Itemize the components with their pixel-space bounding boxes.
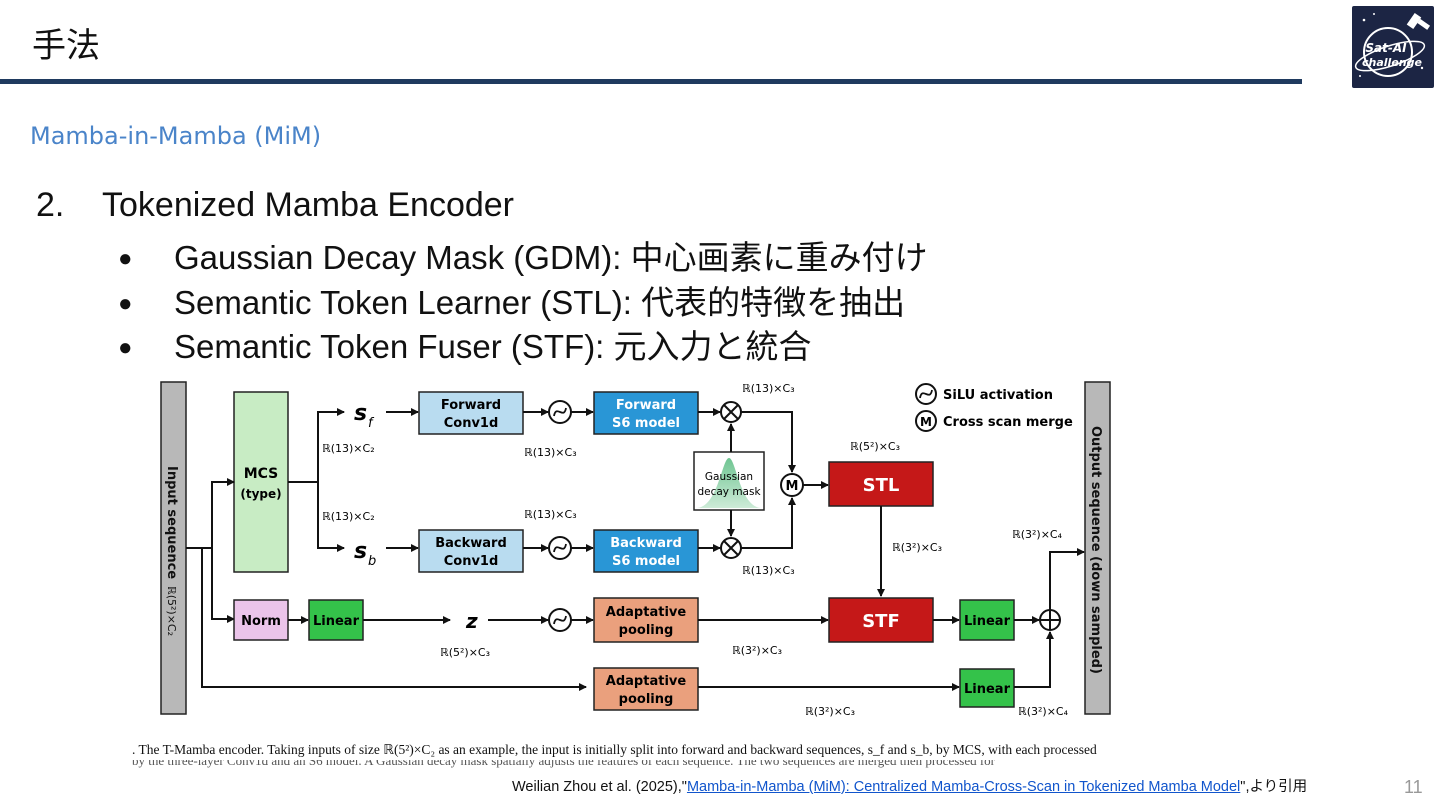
bullet-text: Semantic Token Learner (STL): 代表的特徴を抽出 <box>174 283 906 321</box>
z-symbol: z <box>465 609 478 633</box>
figure-caption-cropped: by the three-layer Conv1d and an S6 mode… <box>132 760 1192 768</box>
bullet-item: ● Gaussian Decay Mask (GDM): 中心画素に重み付け <box>118 236 928 281</box>
slide-title: 手法 <box>32 26 100 66</box>
bullet-list: ● Gaussian Decay Mask (GDM): 中心画素に重み付け ● S… <box>118 236 928 370</box>
dim-backward-conv: ℝ(13)×C₃ <box>524 508 577 521</box>
bullet-item: ● Semantic Token Fuser (STF): 元入力と統合 <box>118 325 928 370</box>
dim-stl-in: ℝ(5²)×C₃ <box>850 440 900 453</box>
input-sequence-label: Input sequence <box>164 466 179 579</box>
dim-z: ℝ(5²)×C₃ <box>440 646 490 659</box>
merge-legend-label: Cross scan merge <box>943 415 1073 430</box>
logo-graphic: Sat-AI challenge <box>1354 12 1431 77</box>
input-sequence-bar <box>160 381 187 715</box>
citation-suffix: ",より引用 <box>1240 779 1308 795</box>
citation-link[interactable]: Mamba-in-Mamba (MiM): Centralized Mamba-… <box>686 779 1241 795</box>
bullet-glyph: ● <box>118 334 133 361</box>
dim-forward-conv: ℝ(13)×C₃ <box>524 446 577 459</box>
forward-conv-block <box>418 391 524 435</box>
citation-prefix: Weilian Zhou et al. (2025)," <box>512 779 687 795</box>
backward-conv-label-1: Backward <box>435 536 507 551</box>
output-sequence-bar <box>1084 381 1111 715</box>
linear-block-z <box>308 599 364 641</box>
forward-s6-label-2: S6 model <box>612 416 680 431</box>
adaptive-pooling-block-2 <box>593 667 699 711</box>
t-mamba-encoder-figure: Input sequence ℝ(5²)×C₂ Output sequence … <box>130 376 1260 726</box>
dim-pool-2: ℝ(3²)×C₃ <box>805 705 855 718</box>
silu-legend-label: SiLU activation <box>943 388 1053 403</box>
norm-label: Norm <box>241 614 281 629</box>
dim-backward-s6: ℝ(13)×C₃ <box>742 564 795 577</box>
linear-label-z: Linear <box>313 614 360 629</box>
bullet-glyph: ● <box>118 289 133 317</box>
output-sequence-label: Output sequence (down sampled) <box>1088 426 1103 674</box>
backward-conv-block <box>418 529 524 573</box>
bullet-item: ● Semantic Token Learner (STL): 代表的特徴を抽出 <box>118 281 928 326</box>
architecture-diagram: Input sequence ℝ(5²)×C₂ Output sequence … <box>160 381 1111 718</box>
mcs-sub: (type) <box>240 487 281 501</box>
adaptive-pooling-block-1 <box>593 597 699 643</box>
logo-text-line1: Sat-AI <box>1365 41 1407 55</box>
adaptive-pooling-2-label-2: pooling <box>619 692 674 707</box>
backward-s6-label-1: Backward <box>610 536 682 551</box>
backward-conv-label-2: Conv1d <box>444 554 499 569</box>
adaptive-pooling-2-label-1: Adaptative <box>606 674 687 689</box>
gaussian-curve-icon <box>696 458 762 508</box>
citation: Weilian Zhou et al. (2025),"Mamba-in-Mam… <box>512 775 1307 796</box>
mcs-label: MCS <box>244 466 279 482</box>
dim-stl-out: ℝ(3²)×C₃ <box>892 541 942 554</box>
backward-s6-label-2: S6 model <box>612 554 680 569</box>
linear-label-stf: Linear <box>964 614 1011 629</box>
figure-caption: . The T-Mamba encoder. Taking inputs of … <box>132 742 1097 757</box>
forward-conv-label-1: Forward <box>441 398 501 413</box>
adaptive-pooling-1-label-1: Adaptative <box>606 605 687 620</box>
input-sequence-dim: ℝ(5²)×C₂ <box>165 586 178 636</box>
gaussian-label-1: Gaussian <box>705 471 753 483</box>
page-number: 11 <box>1404 777 1423 797</box>
stf-block <box>828 597 934 643</box>
dim-pool-1: ℝ(3²)×C₃ <box>732 644 782 657</box>
merge-legend-icon <box>915 410 937 432</box>
forward-s6-label-1: Forward <box>616 398 676 413</box>
figure-caption-line2: by the three-layer Conv1d and an S6 mode… <box>132 760 996 768</box>
bullet-text: Semantic Token Fuser (STF): 元入力と統合 <box>174 328 812 365</box>
mcs-block <box>233 391 289 573</box>
forward-conv-label-2: Conv1d <box>444 416 499 431</box>
svg-text:M: M <box>920 415 932 429</box>
adaptive-pooling-1-label-2: pooling <box>619 623 674 638</box>
heading-number: 2. <box>36 186 65 224</box>
stl-block <box>828 461 934 507</box>
dim-out-top: ℝ(3²)×C₄ <box>1012 528 1063 541</box>
dim-out-bottom: ℝ(3²)×C₄ <box>1018 705 1069 718</box>
linear-label-bottom: Linear <box>964 682 1011 697</box>
dim-sf: ℝ(13)×C₂ <box>322 442 375 455</box>
heading-text: Tokenized Mamba Encoder <box>102 186 515 224</box>
backward-s6-block <box>593 529 699 573</box>
stf-label: STF <box>862 611 900 632</box>
sb-subscript: b <box>368 554 376 569</box>
numbered-heading: 2. Tokenized Mamba Encoder <box>36 186 514 225</box>
sat-ai-challenge-logo: Sat-AI challenge <box>1352 6 1434 88</box>
bullet-text: Gaussian Decay Mask (GDM): 中心画素に重み付け <box>174 239 928 276</box>
forward-s6-block <box>593 391 699 435</box>
linear-block-bottom <box>959 668 1015 708</box>
bullet-glyph: ● <box>118 245 133 272</box>
logo-text-line2: challenge <box>1362 56 1422 69</box>
dim-sb: ℝ(13)×C₂ <box>322 510 375 523</box>
section-subtitle: Mamba-in-Mamba (MiM) <box>30 122 322 150</box>
svg-text:M: M <box>786 479 799 494</box>
stl-label: STL <box>863 475 900 496</box>
title-divider <box>0 79 1302 84</box>
gaussian-label-2: decay mask <box>697 486 761 498</box>
sf-symbol: s <box>354 401 367 426</box>
sb-symbol: s <box>354 539 367 564</box>
sf-subscript: f <box>368 416 375 431</box>
dim-forward-s6: ℝ(13)×C₃ <box>742 382 795 395</box>
